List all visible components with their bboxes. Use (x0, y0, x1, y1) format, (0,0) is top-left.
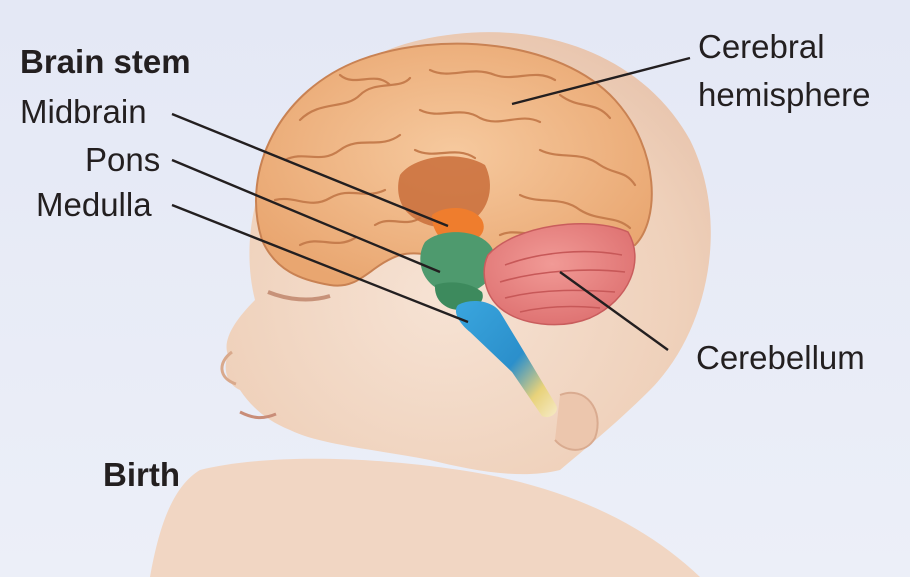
midbrain-label: Midbrain (20, 95, 147, 128)
cerebral-hemisphere-label-line2: hemisphere (698, 78, 870, 111)
cerebral-hemisphere-label-line1: Cerebral (698, 30, 825, 63)
birth-label: Birth (103, 458, 180, 491)
cerebellum-label: Cerebellum (696, 341, 865, 374)
pons-label: Pons (85, 143, 160, 176)
brain-stem-heading: Brain stem (20, 45, 191, 78)
medulla-label: Medulla (36, 188, 152, 221)
